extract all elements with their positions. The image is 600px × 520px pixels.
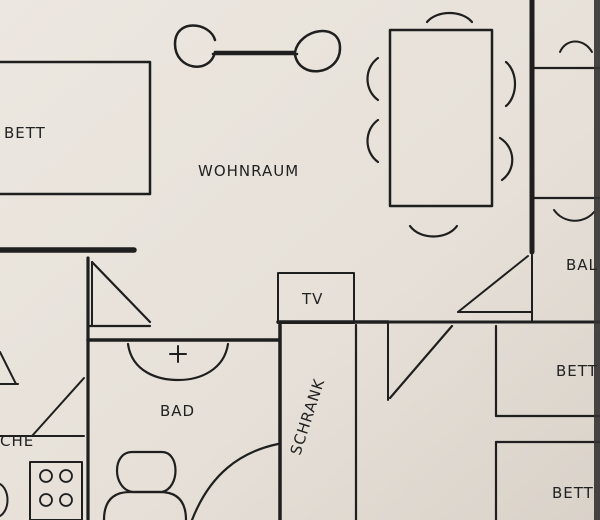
door-swing-bedroom: [388, 324, 454, 400]
sofa: [173, 24, 342, 73]
burner-2: [59, 469, 73, 483]
label-wohnraum: WOHNRAUM: [198, 162, 299, 180]
label-bett-right-bottom: BETT: [552, 484, 594, 502]
chair-right-1: [504, 60, 517, 108]
kitchen-sink-edge: [0, 483, 9, 517]
chair-left-1: [366, 56, 380, 102]
tv-cabinet: [277, 272, 355, 324]
chair-right-top: [559, 40, 593, 53]
label-bal: BAL: [566, 256, 598, 274]
door-swing-bath: [90, 260, 152, 324]
chair-left-2: [366, 118, 380, 164]
label-bad: BAD: [160, 402, 195, 420]
shower-curve: [190, 442, 280, 520]
label-bett-right-mid: BETT: [556, 362, 598, 380]
burner-1: [39, 469, 53, 483]
stove: [29, 461, 83, 520]
toilet-tank: [102, 490, 188, 520]
burner-4: [59, 493, 73, 507]
chair-bottom: [408, 224, 459, 238]
burner-3: [39, 493, 53, 507]
chair-right-balcony: [553, 209, 595, 222]
label-tv: TV: [301, 290, 323, 308]
door-swing-balcony: [457, 255, 529, 313]
paper-edge-shadow: [594, 0, 600, 520]
dining-table: [388, 28, 494, 208]
label-che: CHE: [0, 432, 34, 450]
label-bett-left: BETT: [4, 124, 46, 142]
bath-sink: [126, 342, 230, 382]
kitchen-door-edge: [0, 351, 17, 385]
chair-top: [425, 11, 474, 24]
chair-right-2: [498, 136, 514, 182]
door-swing-kitchen: [31, 377, 85, 437]
bed-left: [0, 60, 152, 196]
sink-tap: [169, 345, 187, 363]
